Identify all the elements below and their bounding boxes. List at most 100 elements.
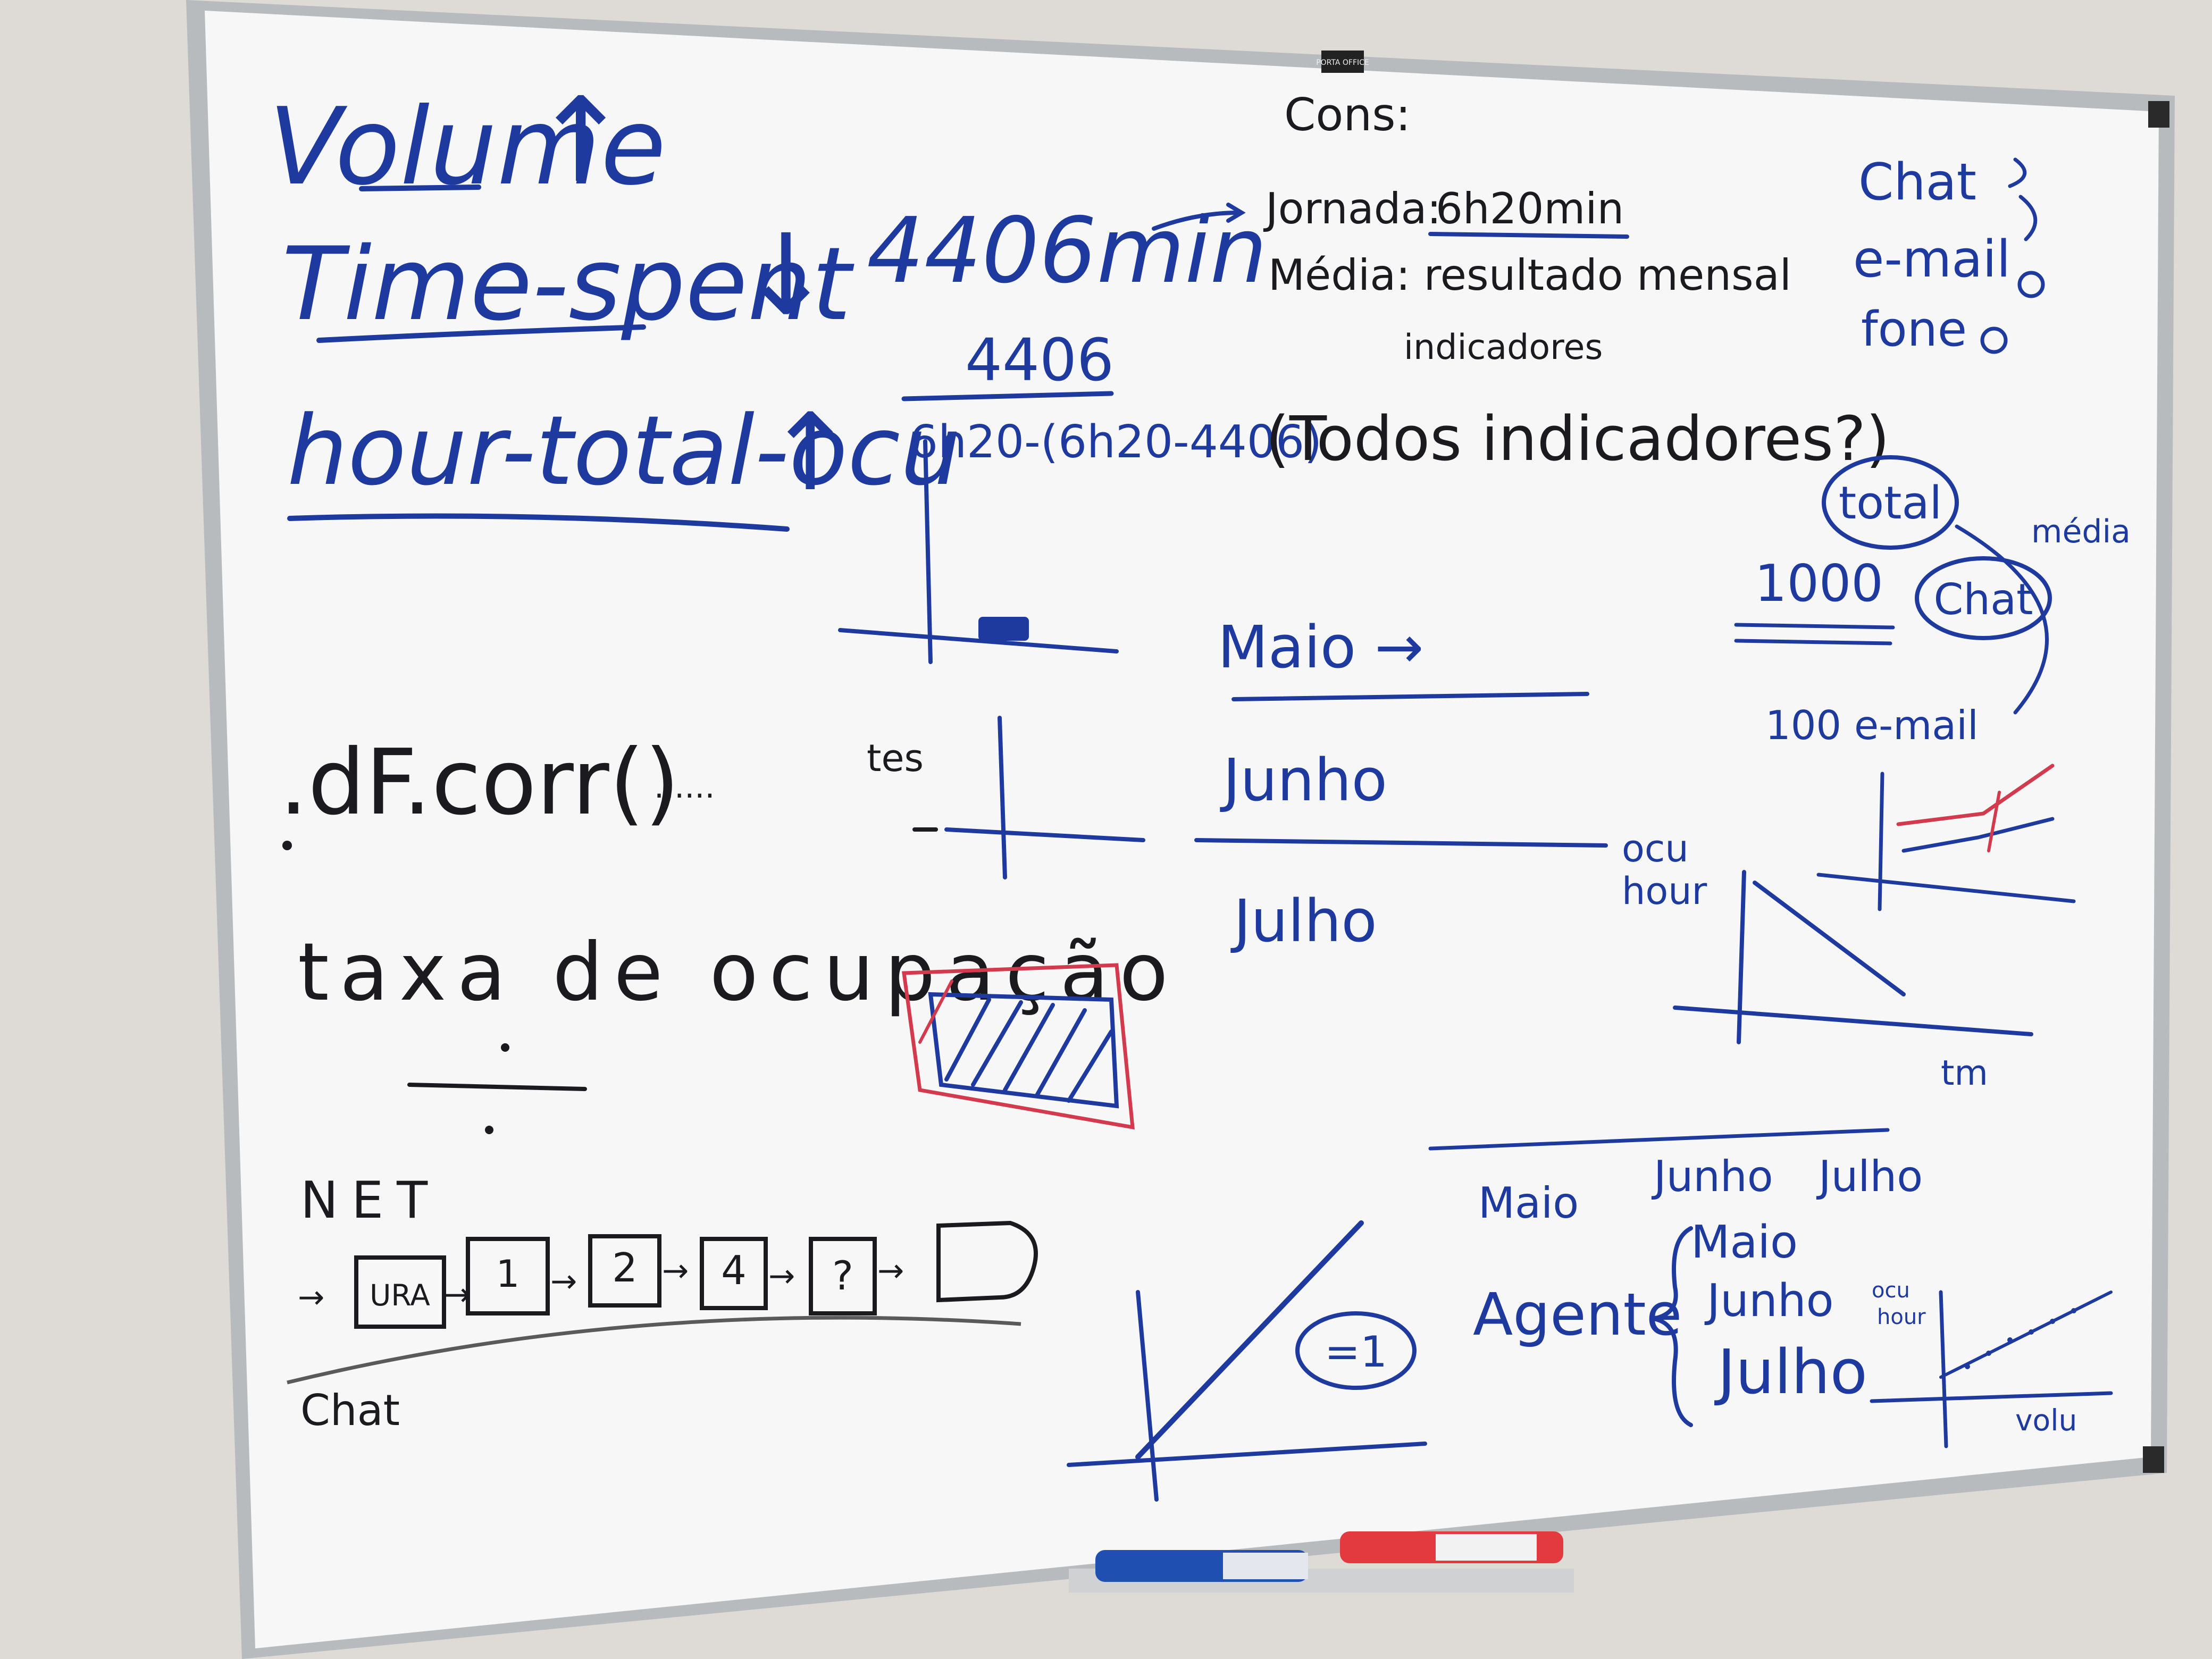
blue-series	[1901, 817, 2055, 853]
scatter-point	[2071, 1308, 2076, 1313]
hatch	[1035, 1008, 1087, 1097]
flow-box-label: ?	[832, 1252, 853, 1299]
month-row-maio: Maio	[1478, 1178, 1579, 1228]
hatch	[944, 998, 991, 1082]
scatter-point	[1986, 1351, 1991, 1356]
flow-arrow: →	[768, 1258, 795, 1295]
arrow-to-jornada	[1152, 211, 1241, 231]
chat-circle-text: Chat	[1934, 575, 2033, 624]
flow-box	[809, 1237, 877, 1316]
trend-line	[1939, 1291, 2113, 1379]
tes-text: tes	[867, 736, 924, 780]
channel-circle	[2017, 271, 2045, 298]
scatter-point	[2007, 1337, 2013, 1343]
axis-x	[838, 628, 1119, 653]
flow-box-end	[936, 1220, 1038, 1303]
flow-box	[700, 1237, 768, 1310]
red-series	[1896, 764, 2055, 826]
whiteboard-surface	[205, 11, 2159, 1648]
hour-total-text: hour-total-ocu	[287, 396, 961, 507]
frame-corner	[2143, 1446, 2164, 1473]
month-julho: Julho	[1230, 887, 1377, 955]
red-marker-label	[1436, 1534, 1537, 1561]
month-row-line	[1428, 1128, 1890, 1151]
agente-julho: Julho	[1714, 1337, 1867, 1408]
jornada-label: Jornada:	[1263, 184, 1442, 233]
chat-text: Chat	[300, 1386, 400, 1435]
flow-box	[354, 1255, 446, 1329]
chat-circle	[1915, 556, 2052, 640]
media-text: Média: resultado mensal	[1268, 250, 1791, 300]
hatch	[918, 979, 953, 1044]
volume-arrow: ↑	[532, 72, 630, 208]
blue-marker-label	[1223, 1553, 1308, 1579]
month-line	[1194, 838, 1608, 848]
scatter-point	[2029, 1329, 2034, 1335]
channel-arrow	[2018, 195, 2038, 241]
total-circle	[1822, 455, 1959, 550]
formula-text: 6h20-(6h20-4406)	[909, 416, 1322, 468]
media-small-text: média	[2031, 513, 2131, 550]
hatch	[1003, 1003, 1055, 1092]
rising-line	[1135, 1220, 1364, 1460]
indicadores-text: indicadores	[1404, 328, 1603, 367]
axis-y	[1136, 1290, 1159, 1502]
cons-text: Cons:	[1284, 89, 1411, 141]
jornada-underline	[1428, 232, 1629, 239]
tm-text: tm	[1941, 1053, 1988, 1093]
axis-y	[1939, 1290, 1948, 1448]
channel-fone: fone	[1861, 301, 1967, 357]
frame-logo-text: PORTA OFFICE	[1316, 58, 1369, 67]
flow-box	[466, 1237, 550, 1316]
arrowhead	[1226, 203, 1246, 223]
bar-mark	[978, 617, 1029, 641]
division-dot-bottom	[485, 1126, 493, 1134]
axis-x	[1067, 1442, 1427, 1467]
division-dot-top	[501, 1043, 509, 1052]
n4406-underline	[901, 391, 1114, 401]
curved-arrow	[1955, 524, 2049, 715]
flow-box-label: 1	[496, 1252, 520, 1296]
hatch	[1067, 1029, 1113, 1103]
hatched-area	[902, 963, 1135, 1130]
axis-y	[1878, 772, 1884, 911]
ocu-label: ocu	[1622, 827, 1689, 870]
blue-outline	[928, 992, 1119, 1109]
hour-label: hour	[1622, 869, 1707, 913]
hour-total-underline	[287, 513, 790, 532]
month-line	[1231, 692, 1589, 701]
flow-underline	[287, 1316, 1021, 1385]
channel-circle	[1980, 326, 2008, 354]
dots-text: ......	[654, 768, 715, 806]
hatch	[971, 1000, 1023, 1087]
agente-text: Agente	[1473, 1280, 1682, 1348]
flow-arrow: →	[877, 1252, 904, 1289]
channel-arrow	[2008, 157, 2027, 188]
time-spent-text: Time-spent	[282, 225, 854, 343]
cross-axis-y	[998, 716, 1007, 879]
channel-email: e-mail	[1853, 230, 2010, 289]
axis-x	[1673, 1006, 2033, 1036]
axis-y	[923, 439, 933, 664]
df-corr-text: .dF.corr()	[279, 730, 680, 835]
flow-arrow: →	[298, 1279, 324, 1316]
month-maio: Maio →	[1218, 613, 1423, 681]
scatter-ocu-label: ocu	[1872, 1278, 1910, 1303]
flow-arrow: →	[550, 1263, 577, 1300]
frame-corner	[2148, 101, 2169, 128]
flow-arrow: →	[662, 1252, 689, 1289]
jornada-value: 6h20min	[1436, 184, 1624, 233]
taxa-text: taxa de ocupação	[298, 926, 1179, 1019]
volu-text: volu	[2015, 1403, 2077, 1437]
todos-text: (Todos indicadores?)	[1266, 404, 1890, 475]
scatter-points	[1965, 1308, 2076, 1369]
flow-diagram: → URA → 1 → 2 → 4 → ? →	[287, 1220, 1038, 1385]
n1000-text: 1000	[1755, 555, 1883, 613]
dot-mark	[282, 841, 292, 850]
division-bar	[407, 1083, 587, 1091]
falling-line	[1753, 881, 1906, 996]
frame-logo	[1321, 51, 1364, 73]
scatter-point	[1965, 1364, 1970, 1369]
total-text: total	[1839, 477, 1942, 530]
